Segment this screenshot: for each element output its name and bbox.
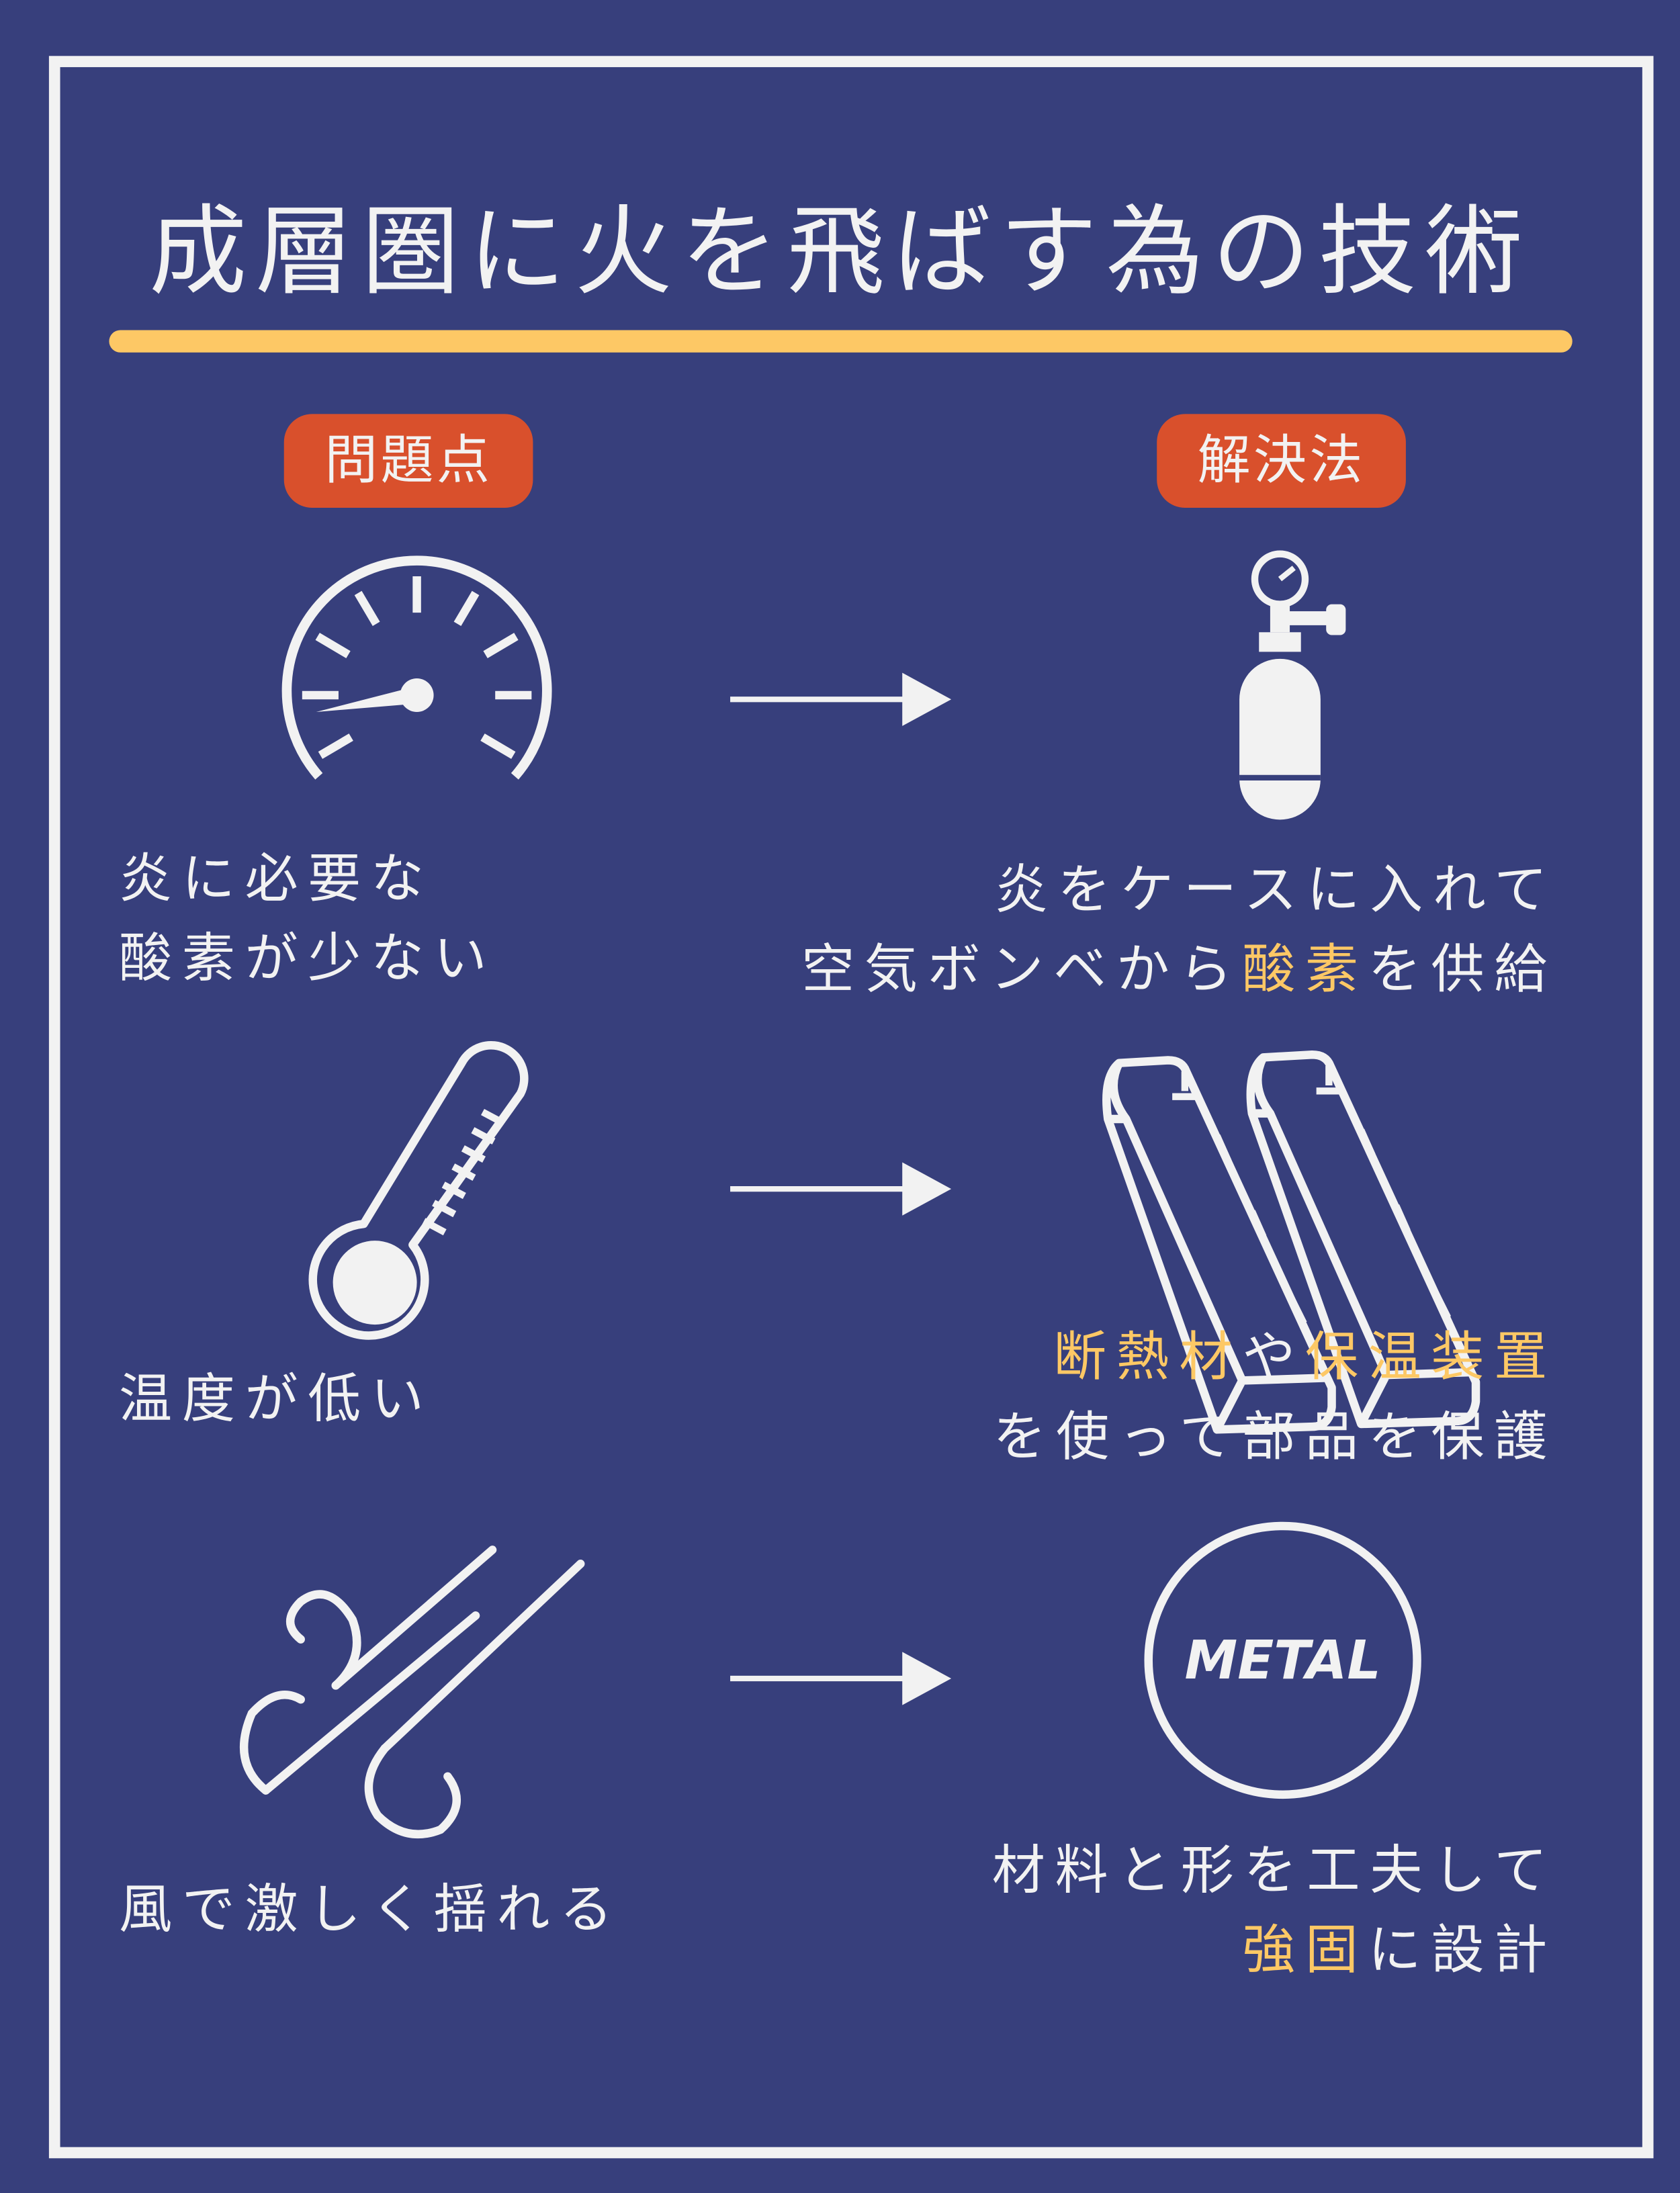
text-line: 温度が低い	[119, 1368, 434, 1430]
text-span: を供給	[1368, 938, 1557, 1000]
text-line: 炎に必要な	[119, 847, 434, 909]
highlight-text: 強固	[1242, 1919, 1368, 1981]
text-line: 断熱材や保温装置	[993, 1318, 1556, 1398]
oxygen-tank-icon	[1239, 550, 1346, 820]
pressure-gauge-icon	[281, 555, 552, 780]
highlight-text: 保温装置	[1305, 1326, 1557, 1388]
arrow-icon	[730, 1162, 952, 1216]
border-frame	[48, 56, 1654, 2159]
thermometer-icon	[308, 1041, 529, 1340]
text-line: 材料と形を工夫して	[991, 1839, 1557, 1901]
problem-badge: 問題点	[283, 414, 533, 508]
text-span: 空気ボンベから	[801, 938, 1243, 1000]
arrow-icon	[730, 1652, 952, 1705]
problem-text-1: 炎に必要な 酸素が少ない	[119, 840, 496, 999]
text-line: 酸素が少ない	[119, 927, 497, 989]
text-line: 強固に設計	[992, 1911, 1557, 1991]
insulation-panels-icon	[1102, 1050, 1480, 1434]
text-line: を使って部品を保護	[993, 1405, 1557, 1468]
text-span: に設計	[1368, 1919, 1557, 1981]
wind-icon	[240, 1546, 585, 1839]
highlight-text: 酸素	[1242, 938, 1368, 1000]
metal-label: METAL	[1185, 1629, 1381, 1691]
metal-badge-icon: METAL	[1144, 1521, 1421, 1799]
problem-text-3: 風で激しく揺れる	[119, 1870, 623, 1950]
solution-badge: 解決法	[1157, 414, 1406, 508]
page-title: 成層圏に火を飛ばす為の技術	[148, 194, 1532, 310]
text-line: 風で激しく揺れる	[119, 1878, 623, 1940]
problem-text-2: 温度が低い	[119, 1359, 434, 1439]
text-span: や	[1242, 1326, 1305, 1388]
solution-text-2: 断熱材や保温装置 を使って部品を保護	[993, 1318, 1556, 1477]
title-underline	[109, 330, 1573, 353]
highlight-text: 断熱材	[1053, 1326, 1243, 1388]
solution-text-1: 炎をケースに入れて 空気ボンベから酸素を供給	[801, 850, 1557, 1010]
arrow-icon	[730, 672, 952, 726]
solution-text-3: 材料と形を工夫して 強固に設計	[992, 1831, 1557, 1990]
text-line: 空気ボンベから酸素を供給	[801, 930, 1557, 1010]
text-line: 炎をケースに入れて	[994, 858, 1557, 921]
